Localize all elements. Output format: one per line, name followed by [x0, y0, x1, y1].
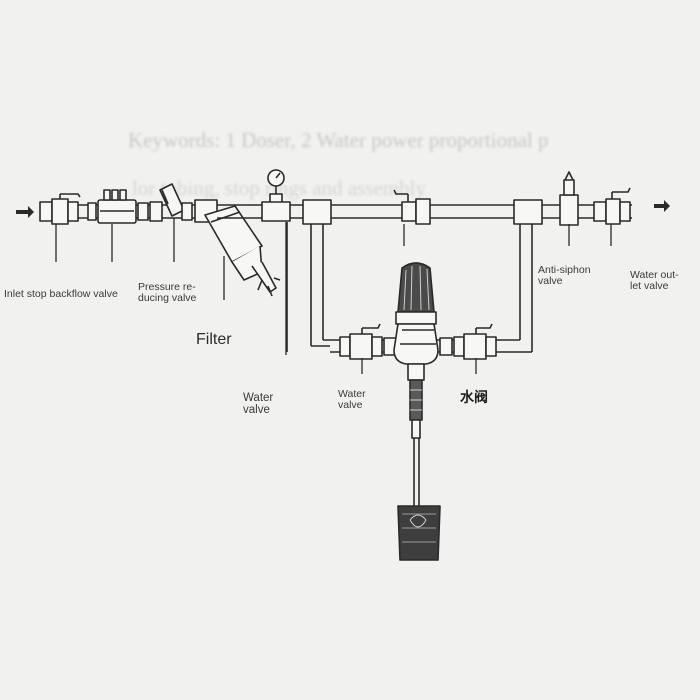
- bypass-outlet-water-valve: [439, 323, 497, 360]
- outlet-arrow-icon: [654, 200, 670, 212]
- label-anti-siphon-valve: Anti-siphon valve: [538, 265, 591, 287]
- pressure-gauge-icon: [261, 169, 291, 222]
- bypass-left-branch: [302, 199, 332, 347]
- filter-assembly: [194, 199, 281, 297]
- label-line: valve: [243, 404, 270, 416]
- label-water-outlet-valve: Water out- let valve: [630, 270, 679, 292]
- suction-tube: [413, 438, 420, 515]
- label-line: ducing valve: [138, 292, 197, 304]
- label-line: valve: [338, 399, 363, 411]
- backflow-valve: [97, 189, 149, 224]
- label-line: let valve: [630, 280, 669, 292]
- pressure-reducing-valve: [149, 183, 193, 222]
- label-water-valve-main: Water valve: [243, 392, 273, 416]
- label-water-valve-bypass: Water valve: [338, 389, 366, 411]
- doser-pump: [393, 262, 439, 439]
- label-pressure-reducing-valve: Pressure re- ducing valve: [138, 282, 196, 304]
- label-line: Pressure re-: [138, 281, 196, 293]
- main-line-water-valve: [393, 189, 431, 225]
- bypass-inlet-water-valve: [339, 323, 397, 360]
- inlet-arrow-icon: [16, 206, 34, 218]
- anti-siphon-valve: [559, 171, 579, 226]
- label-line: Anti-siphon: [538, 264, 591, 276]
- label-line: valve: [538, 275, 563, 287]
- chemical-container: [397, 505, 441, 561]
- label-line: Water: [243, 392, 274, 404]
- label-leaders: [55, 218, 612, 374]
- label-chinese-water-valve: 水阀: [460, 390, 488, 406]
- inlet-stop-valve: [39, 193, 97, 225]
- label-filter: Filter: [196, 331, 232, 348]
- water-outlet-valve: [593, 187, 631, 225]
- bypass-right-branch: [513, 199, 543, 352]
- label-inlet-stop-backflow-valve: Inlet stop backflow valve: [4, 288, 118, 300]
- label-line: Water out-: [630, 269, 679, 281]
- label-line: Water: [338, 388, 366, 400]
- faded-keywords-line: Keywords: 1 Doser, 2 Water power proport…: [128, 128, 549, 152]
